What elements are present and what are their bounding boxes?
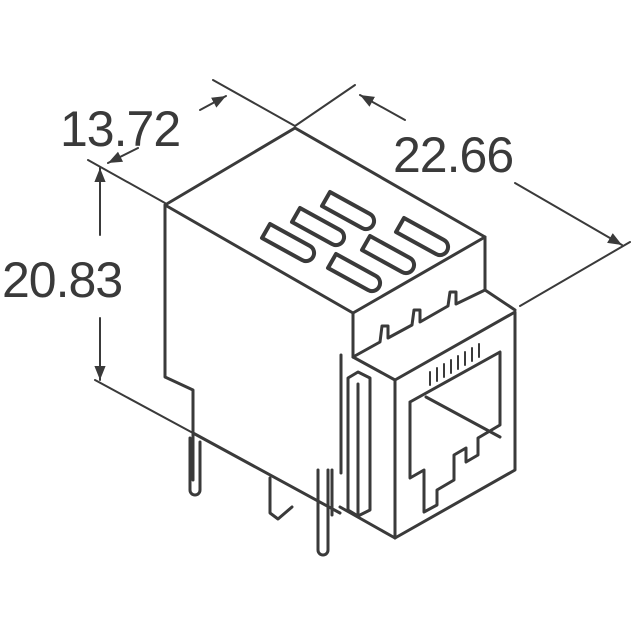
- rj45-port: [408, 350, 502, 514]
- top-slots: [260, 190, 451, 294]
- dimension-height-label: 20.83: [2, 252, 123, 308]
- jack-front-face: [393, 310, 517, 540]
- dimension-depth-label: 13.72: [60, 101, 181, 157]
- notch-ridge: [351, 288, 517, 359]
- contact-fingers: [429, 343, 480, 386]
- dim-line-depth: [107, 147, 139, 164]
- dimension-length-label: 22.66: [393, 127, 514, 183]
- jack-side-face: [338, 355, 397, 540]
- left-face: [163, 203, 195, 482]
- dim-line-length: [359, 94, 406, 121]
